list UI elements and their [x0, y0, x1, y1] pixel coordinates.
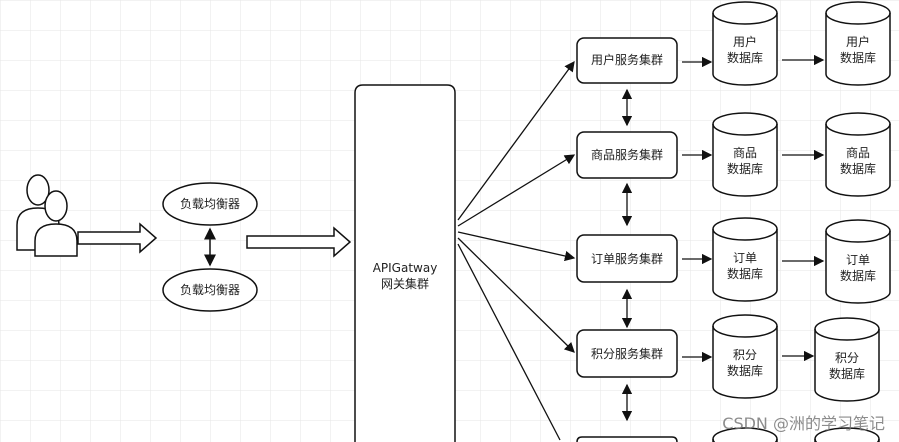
database-suffix: 数据库 — [839, 161, 876, 176]
database-name: 用户 — [732, 34, 757, 49]
database-cylinder-rim — [825, 230, 891, 243]
load-balancer-1-label: 负载均衡器 — [179, 197, 240, 211]
database-label: 订单数据库 — [826, 252, 890, 284]
database-name: 商品 — [732, 145, 757, 160]
database-suffix: 数据库 — [726, 50, 763, 65]
database-suffix: 数据库 — [828, 366, 865, 381]
database-name: 积分 — [834, 350, 859, 365]
database-name: 用户 — [845, 34, 870, 49]
databases — [712, 1, 891, 442]
service-box-order — [576, 234, 678, 283]
load-balancer-2-label: 负载均衡器 — [179, 283, 240, 297]
service-box-points — [576, 329, 678, 378]
service-user-label: 用户服务集群 — [590, 53, 663, 67]
database-cylinder-rim — [712, 325, 778, 338]
database-label: 积分数据库 — [815, 350, 879, 382]
users-icon — [16, 174, 78, 257]
database-label: 商品数据库 — [826, 145, 890, 177]
database-label: 订单数据库 — [713, 250, 777, 282]
database-cylinder-rim — [825, 123, 891, 136]
database-label: 商品数据库 — [713, 145, 777, 177]
database-cylinder-rim — [712, 123, 778, 136]
database-name: 订单 — [732, 250, 757, 265]
service-box-user — [576, 37, 678, 84]
database-suffix: 数据库 — [726, 161, 763, 176]
watermark: CSDN @洲的学习笔记 — [722, 414, 885, 433]
load-balancer-2 — [162, 268, 258, 312]
service-order-label: 订单服务集群 — [590, 252, 663, 266]
service-points-label: 积分服务集群 — [590, 347, 663, 361]
db-arrows — [682, 54, 825, 363]
hollow-arrow-lb-to-gateway — [246, 226, 352, 258]
database-name: 订单 — [845, 252, 870, 267]
database-cylinder-rim — [825, 12, 891, 25]
database-label: 用户数据库 — [826, 34, 890, 66]
gateway-label: APIGatway 网关集群 — [355, 260, 455, 292]
gateway-cluster — [354, 84, 456, 442]
database-cylinder — [712, 427, 778, 442]
service-box-partial — [576, 436, 678, 442]
database-cylinder — [814, 427, 880, 442]
database-name: 商品 — [845, 145, 870, 160]
database-suffix: 数据库 — [726, 363, 763, 378]
database-suffix: 数据库 — [839, 268, 876, 283]
database-suffix: 数据库 — [726, 266, 763, 281]
database-label: 积分数据库 — [713, 347, 777, 379]
database-name: 积分 — [732, 347, 757, 362]
database-cylinder-rim — [814, 328, 880, 341]
gateway-label-line1: APIGatway — [372, 261, 438, 275]
hollow-arrow-users-to-lb — [77, 222, 158, 254]
database-suffix: 数据库 — [839, 50, 876, 65]
database-cylinder-rim — [712, 228, 778, 241]
service-product-label: 商品服务集群 — [590, 148, 663, 162]
database-cylinder-rim — [712, 12, 778, 25]
service-box-product — [576, 131, 678, 179]
load-balancer-1 — [162, 182, 258, 226]
database-label: 用户数据库 — [713, 34, 777, 66]
gateway-fan-arrows — [457, 60, 576, 441]
gateway-label-line2: 网关集群 — [380, 277, 429, 291]
